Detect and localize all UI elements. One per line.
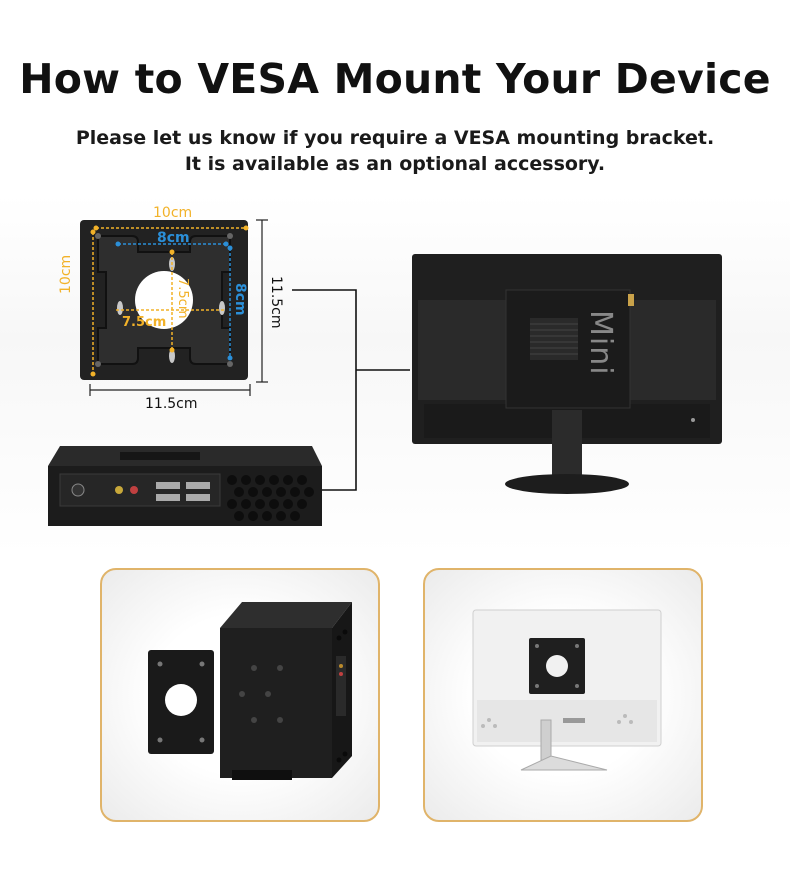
mini-pc-mounted (505, 289, 634, 409)
label-total-height: 11.5cm (268, 276, 284, 329)
label-outer-width: 10cm (153, 205, 193, 221)
yellow-dimension-lines (92, 227, 246, 374)
label-small-spacing-h: 7.5cm (122, 315, 167, 330)
label-outer-height: 10cm (58, 254, 74, 294)
vesa-bracket-plate (80, 220, 248, 380)
label-total-width: 11.5cm (145, 396, 198, 412)
subtitle-line-2: It is available as an optional accessory… (184, 153, 606, 175)
card-bracket-and-tower (100, 568, 380, 822)
mini-pc-horizontal (48, 446, 322, 526)
label-hole-spacing-v: 8cm (232, 283, 248, 316)
subtitle-line-1: Please let us know if you require a VESA… (75, 127, 715, 149)
vesa-diagram (48, 219, 722, 526)
device-mini-label: Mini (583, 310, 618, 376)
outer-dimension-lines (89, 219, 268, 396)
blue-dimension-lines (118, 243, 231, 358)
monitor-mount-illustration (472, 609, 662, 771)
page-title: How to VESA Mount Your Device (19, 55, 771, 103)
label-small-spacing-v: 7.5cm (175, 278, 190, 319)
card-monitor-mount (423, 568, 703, 822)
bracket-tower-illustration (148, 602, 352, 780)
connector-lines (292, 289, 410, 491)
label-hole-spacing-h: 8cm (157, 230, 190, 246)
